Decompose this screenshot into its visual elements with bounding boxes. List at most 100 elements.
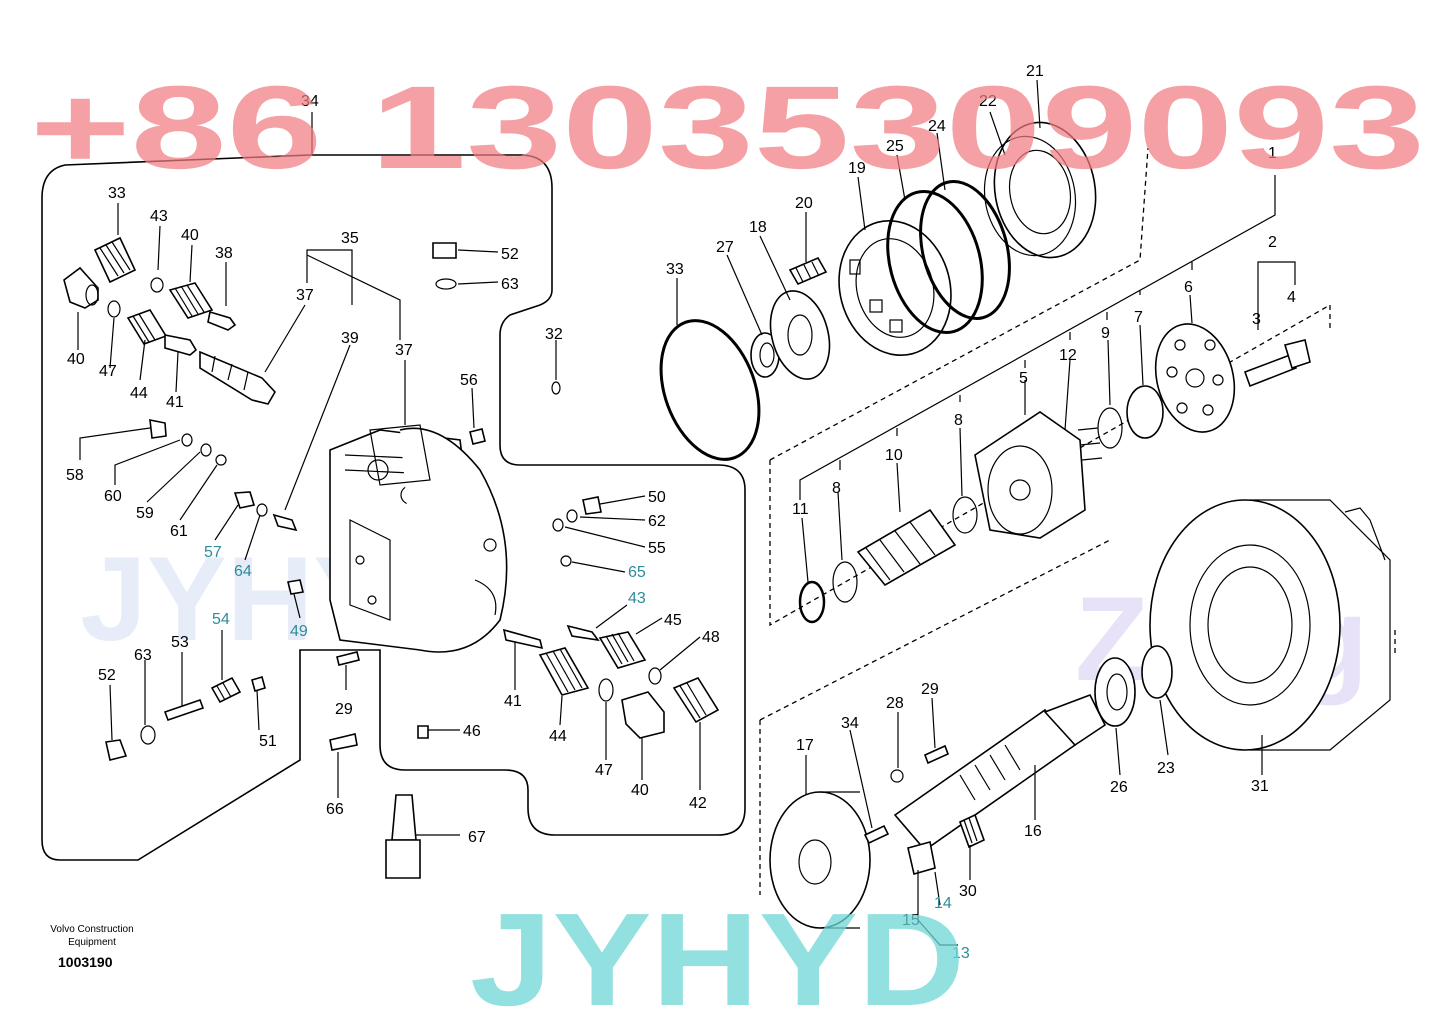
part-65-ball: [560, 555, 572, 567]
part-50-plug: [582, 496, 602, 515]
callout-60: 60: [104, 488, 122, 505]
part-62-oring: [566, 509, 578, 523]
callout-39b: 39: [341, 330, 359, 347]
callout-19: 19: [848, 160, 866, 177]
callout-64: 64: [234, 563, 252, 580]
part-23-seal: [1141, 645, 1173, 699]
part-15-sleeve: [907, 841, 936, 876]
callout-44-right: 44: [549, 728, 567, 745]
part-47-oring-right: [598, 678, 614, 702]
part-40-cap: [63, 266, 99, 309]
part-63-oring-lower: [140, 725, 156, 745]
part-34-pin: [863, 824, 890, 845]
part-55-oring: [552, 518, 564, 532]
callout-29-left: 29: [335, 701, 353, 718]
part-33-oring: [659, 319, 761, 461]
part-12-pins: [1077, 427, 1103, 461]
part-16-shaft: [893, 693, 1107, 852]
callout-26: 26: [1110, 779, 1128, 796]
callout-48-right: 48: [702, 629, 720, 646]
caption-line2: Equipment: [68, 937, 116, 948]
callout-30: 30: [959, 883, 977, 900]
callout-66: 66: [326, 801, 344, 818]
callout-42: 33: [108, 185, 126, 202]
part-8-ring: [952, 496, 978, 534]
part-41-spool-right: [502, 628, 544, 650]
part-32-oring: [551, 381, 561, 395]
part-9-ring: [1097, 407, 1123, 449]
callout-7: 7: [1134, 309, 1143, 326]
part-44-spring: [126, 309, 168, 345]
part-45-spring-right: [598, 631, 647, 669]
valve-block-37: [329, 424, 508, 653]
callout-50: 50: [648, 489, 666, 506]
callout-34: 34: [841, 715, 859, 732]
callout-29-right: 29: [921, 681, 939, 698]
part-6-valve-plate: [1154, 323, 1236, 433]
callout-62: 62: [648, 513, 666, 530]
callout-49: 49: [290, 623, 308, 640]
caption-line1: Volvo Construction: [50, 924, 133, 935]
callout-47-right: 47: [595, 762, 613, 779]
callout-59: 59: [136, 505, 154, 522]
bracket-1-2: [799, 175, 1296, 500]
callout-55: 55: [648, 540, 666, 557]
callout-41-right: 41: [504, 693, 522, 710]
part-61-ball: [215, 454, 227, 466]
part-60-oring: [181, 433, 193, 447]
watermark-brand-bottom: JYHYD: [470, 886, 965, 1021]
callout-21: 21: [1026, 63, 1044, 80]
callout-58: 58: [66, 467, 84, 484]
part-38-spool: [199, 350, 276, 405]
part-44-spring-right: [538, 647, 590, 696]
callout-56: 56: [460, 372, 478, 389]
part-7-bearing: [1126, 385, 1164, 439]
callout-63-top: 63: [501, 276, 519, 293]
callout-8-lower: 8: [832, 480, 841, 497]
part-3-pin: [1243, 353, 1298, 388]
callout-65: 65: [628, 564, 646, 581]
part-30-spring: [958, 813, 986, 849]
part-26-bearing: [1094, 657, 1136, 727]
callout-14: 14: [934, 895, 952, 912]
callout-43-right: 43: [628, 590, 646, 607]
part-52-plug-top: [432, 242, 457, 259]
part-63-oring-top: [435, 278, 457, 290]
callout-20: 20: [795, 195, 813, 212]
callout-37b: 37: [395, 342, 413, 359]
callout-48: 43: [150, 208, 168, 225]
callout-10: 10: [885, 447, 903, 464]
part-57-plug: [233, 491, 256, 509]
callout-38: 37: [296, 287, 314, 304]
part-24-ring: [919, 180, 1011, 320]
callout-32: 32: [545, 326, 563, 343]
part-52-plug-lower: [105, 739, 128, 761]
callout-8-upper: 8: [954, 412, 963, 429]
part-22-separator-plate: [983, 135, 1077, 257]
part-49-screw: [287, 579, 304, 595]
part-48-oring: [150, 277, 164, 293]
callout-40-right: 40: [631, 782, 649, 799]
callout-57: 57: [204, 544, 222, 561]
callout-35: 34: [301, 93, 319, 110]
part-42-plug: [93, 236, 137, 284]
callout-51: 51: [259, 733, 277, 750]
part-18-plate: [769, 290, 831, 380]
part-41-spool: [164, 334, 198, 356]
valve-section-outline: [41, 154, 746, 861]
callout-67: 67: [468, 829, 486, 846]
part-29-pin-left: [336, 651, 360, 666]
part-25-ring: [886, 189, 984, 335]
callout-24: 24: [928, 118, 946, 135]
callout-44: 44: [130, 385, 148, 402]
part-46-plug: [417, 725, 429, 739]
part-11-snap-ring: [798, 580, 826, 624]
callout-43: 38: [215, 245, 233, 262]
callout-18: 18: [749, 219, 767, 236]
callout-63-lower: 63: [134, 647, 152, 664]
part-51-plug: [251, 675, 266, 693]
document-number: 1003190: [58, 954, 113, 970]
callout-45-right: 45: [664, 612, 682, 629]
callout-42-right: 42: [689, 795, 707, 812]
part-31-housing: [1149, 499, 1391, 751]
